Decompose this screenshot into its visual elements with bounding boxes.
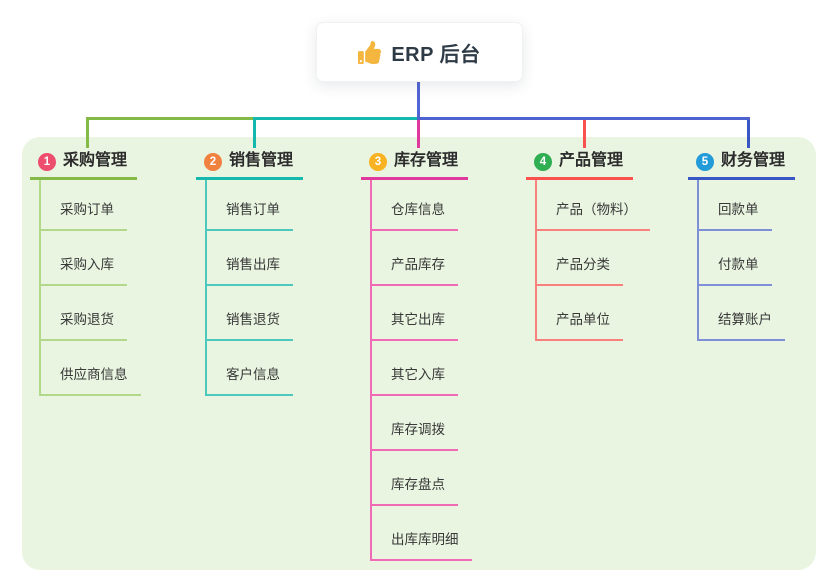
branch-5-title[interactable]: 5 财务管理: [688, 148, 796, 180]
child-node-label: 采购订单: [60, 202, 114, 217]
branch-number-badge: 2: [204, 153, 222, 171]
connector-line-horizontal: [86, 117, 255, 120]
child-node-label: 结算账户: [718, 312, 772, 327]
child-node-label: 其它出库: [391, 312, 445, 327]
branch-1-child[interactable]: 采购入库: [39, 255, 127, 286]
branch-2-child[interactable]: 销售出库: [205, 255, 293, 286]
branch-2-child[interactable]: 销售退货: [205, 310, 293, 341]
root-node[interactable]: ERP 后台: [316, 22, 523, 82]
connector-line-drop: [86, 120, 89, 148]
root-connector-line: [417, 82, 420, 117]
child-node-label: 采购退货: [60, 312, 114, 327]
child-node-label: 产品库存: [391, 257, 445, 272]
branch-title-label: 采购管理: [63, 152, 128, 169]
branch-3-child[interactable]: 产品库存: [370, 255, 458, 286]
branch-5-child[interactable]: 付款单: [697, 255, 772, 286]
branch-number-badge: 3: [369, 153, 387, 171]
child-node-label: 采购入库: [60, 257, 114, 272]
child-node-label: 销售出库: [226, 257, 280, 272]
branch-number-badge: 1: [38, 153, 56, 171]
child-node-label: 库存调拨: [391, 422, 445, 437]
branch-1-child[interactable]: 采购订单: [39, 200, 127, 231]
connector-line-drop: [253, 120, 256, 148]
child-node-label: 产品单位: [556, 312, 610, 327]
connector-line-drop: [583, 120, 586, 148]
branch-4-child[interactable]: 产品单位: [535, 310, 623, 341]
branch-4-title[interactable]: 4 产品管理: [526, 148, 634, 180]
child-node-label: 供应商信息: [60, 367, 128, 382]
branch-2-child[interactable]: 客户信息: [205, 365, 293, 396]
branch-5-child[interactable]: 结算账户: [697, 310, 785, 341]
branch-title-label: 财务管理: [721, 152, 786, 169]
branch-2-child[interactable]: 销售订单: [205, 200, 293, 231]
branch-3-child[interactable]: 库存盘点: [370, 475, 458, 506]
child-node-label: 仓库信息: [391, 202, 445, 217]
thumbs-up-icon: [358, 40, 382, 64]
branch-spine-line: [370, 180, 372, 561]
branch-1-child[interactable]: 供应商信息: [39, 365, 141, 396]
child-node-label: 产品（物料）: [556, 202, 637, 217]
branch-3-child[interactable]: 其它入库: [370, 365, 458, 396]
child-node-label: 回款单: [718, 202, 759, 217]
branch-spine-line: [535, 180, 537, 341]
branch-3-child[interactable]: 出库库明细: [370, 530, 472, 561]
branch-number-badge: 4: [534, 153, 552, 171]
branch-3-child[interactable]: 其它出库: [370, 310, 458, 341]
branch-1-title[interactable]: 1 采购管理: [30, 148, 138, 180]
connector-line-horizontal: [253, 117, 419, 120]
branch-spine-line: [697, 180, 699, 341]
child-node-label: 销售订单: [226, 202, 280, 217]
connector-line-horizontal: [417, 117, 750, 120]
branch-1-child[interactable]: 采购退货: [39, 310, 127, 341]
child-node-label: 其它入库: [391, 367, 445, 382]
branch-title-label: 库存管理: [394, 152, 459, 169]
branch-4-child[interactable]: 产品分类: [535, 255, 623, 286]
child-node-label: 库存盘点: [391, 477, 445, 492]
branch-spine-line: [39, 180, 41, 396]
child-node-label: 出库库明细: [391, 532, 459, 547]
branch-3-title[interactable]: 3 库存管理: [361, 148, 469, 180]
branch-title-label: 产品管理: [559, 152, 624, 169]
connector-line-drop: [417, 120, 420, 148]
child-node-label: 产品分类: [556, 257, 610, 272]
branch-spine-line: [205, 180, 207, 396]
branch-number-badge: 5: [696, 153, 714, 171]
branch-4-child[interactable]: 产品（物料）: [535, 200, 650, 231]
branch-5-child[interactable]: 回款单: [697, 200, 772, 231]
branch-3-child[interactable]: 库存调拨: [370, 420, 458, 451]
branches-panel: [22, 137, 816, 570]
branch-2-title[interactable]: 2 销售管理: [196, 148, 304, 180]
child-node-label: 付款单: [718, 257, 759, 272]
child-node-label: 销售退货: [226, 312, 280, 327]
branch-title-label: 销售管理: [229, 152, 294, 169]
branch-3-child[interactable]: 仓库信息: [370, 200, 458, 231]
child-node-label: 客户信息: [226, 367, 280, 382]
connector-line-drop: [747, 120, 750, 148]
root-label: ERP 后台: [391, 43, 481, 66]
